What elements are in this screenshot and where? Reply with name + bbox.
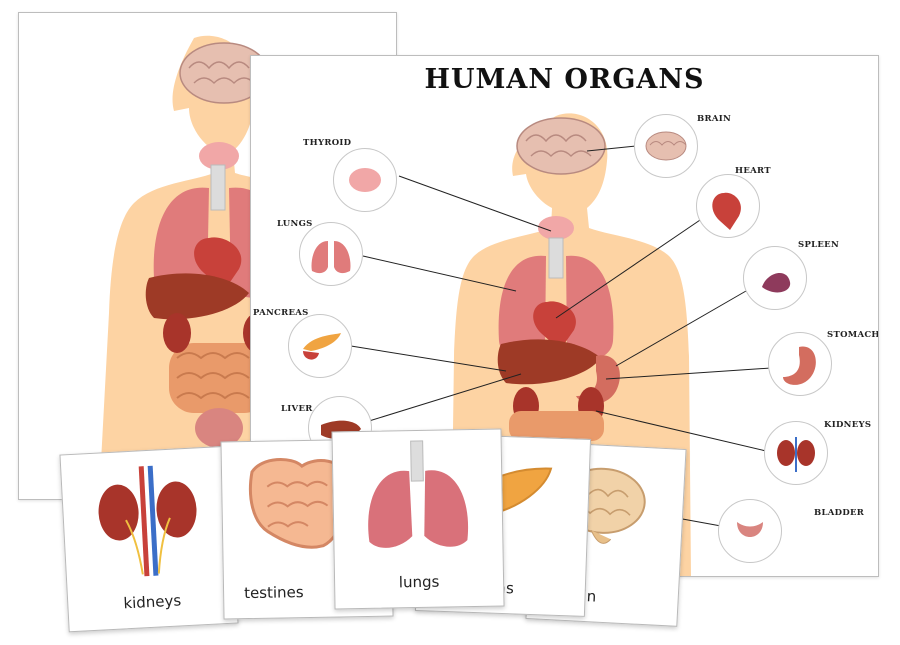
card-label: lungs [398,572,440,592]
circle-stomach [768,332,832,396]
label-heart: HEART [735,166,771,176]
circle-brain [634,114,698,178]
circle-lungs [299,222,363,286]
circle-bladder [718,499,782,563]
label-kidneys: KIDNEYS [824,420,872,430]
label-spleen: SPLEEN [798,240,840,250]
poster-title: HUMAN ORGANS [424,64,705,95]
circle-thyroid [333,148,397,212]
label-brain: BRAIN [697,114,732,124]
card-label: kidneys [122,591,182,613]
kidneys-icon [98,465,197,577]
circle-kidneys [764,421,828,485]
heart-icon [194,237,242,291]
circle-heart [696,174,760,238]
label-bladder: BLADDER [814,508,865,518]
circle-spleen [743,246,807,310]
card-kidneys: kidneys [59,445,239,633]
label-liver: LIVER [281,404,313,414]
label-thyroid: THYROID [303,138,352,148]
lungs-icon [368,440,469,548]
label-stomach: STOMACH [827,330,879,340]
label-pancreas: PANCREAS [253,308,309,318]
circle-pancreas [288,314,352,378]
card-lungs: lungs [331,428,505,610]
label-lungs: LUNGS [277,219,313,229]
